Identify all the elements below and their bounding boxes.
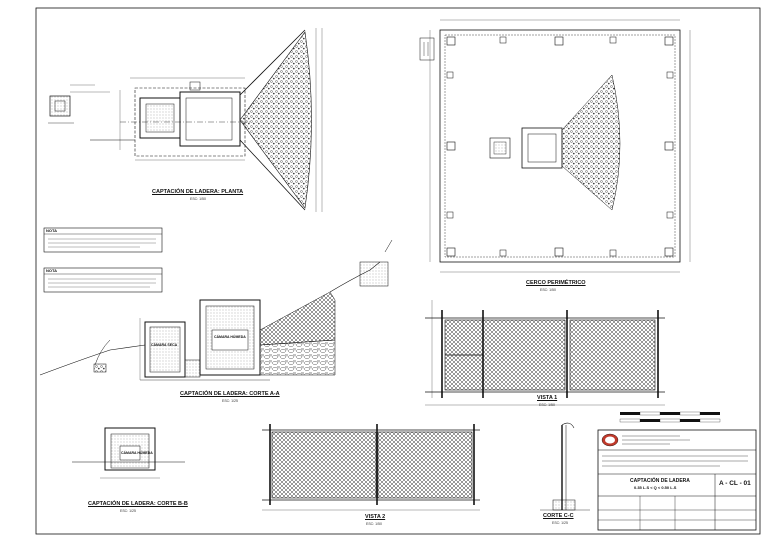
sheet-number: A - CL - 01 [719,480,751,487]
label-dry-chamber: CÁMARA SECA [151,343,178,347]
note-title-1: NOTA [46,228,58,233]
sheet-subtitle: 0.35 L.S < Q < 0.50 L.S [634,485,677,490]
view1-title: VISTA 1 [537,395,558,401]
sheet-title: CAPTACIÓN DE LADERA [630,478,690,484]
section-bb [72,427,185,479]
plan-view [48,28,323,212]
fence-scale: ESC: 1/50 [540,288,556,292]
fence-view-2 [262,424,480,511]
plan-scale: ESC: 1/50 [190,197,206,201]
fence-view-1 [425,300,665,406]
view1-scale: ESC: 1/50 [539,403,555,407]
section-aa-scale: ESC: 1/25 [222,399,238,403]
note-title-2: NOTA [46,268,58,273]
section-bb-title: CAPTACIÓN DE LADERA: CORTE B-B [88,501,188,507]
section-aa [39,239,393,381]
view2-scale: ESC: 1/50 [366,522,382,526]
section-aa-title: CAPTACIÓN DE LADERA: CORTE A-A [180,391,280,397]
title-block [597,429,757,531]
notes-block [43,227,163,293]
section-cc-scale: ESC: 1/25 [552,521,568,525]
label-collection-chamber: CÁMARA HÚMEDA [214,335,246,339]
fence-title: CERCO PERIMÉTRICO [526,280,586,286]
sheet-border [35,7,761,535]
fence-plan [419,19,691,273]
section-bb-scale: ESC: 1/25 [120,509,136,513]
plan-title: CAPTACIÓN DE LADERA: PLANTA [152,189,244,195]
scale-bar [619,411,721,423]
view2-title: VISTA 2 [365,514,386,520]
section-cc-title: CORTE C-C [543,513,574,519]
section-cc [540,422,590,511]
label-collection-chamber-bb: CÁMARA HÚMEDA [121,451,153,455]
